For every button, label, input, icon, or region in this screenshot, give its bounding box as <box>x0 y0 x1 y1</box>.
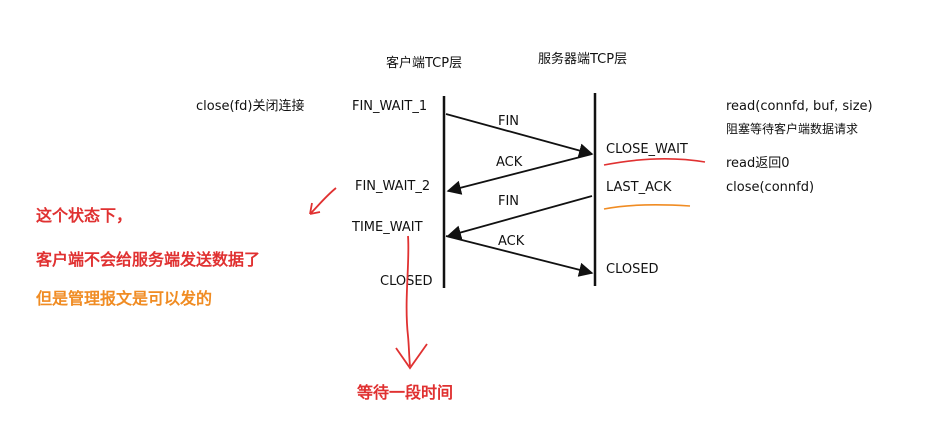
ack1-arrow <box>446 153 593 195</box>
server-read-block: 阻塞等待客户端数据请求 <box>726 121 858 136</box>
fin2-arrow <box>446 195 593 240</box>
server-close-call: close(connfd) <box>726 180 814 195</box>
client-column-title: 客户端TCP层 <box>386 55 462 71</box>
msg-fin-2: FIN <box>498 194 519 209</box>
annotation-wait: 等待一段时间 <box>356 383 453 402</box>
state-close-wait: CLOSE_WAIT <box>606 142 688 157</box>
server-read-call: read(connfd, buf, size) <box>726 99 873 114</box>
state-fin-wait-1: FIN_WAIT_1 <box>352 99 427 114</box>
fin1-arrow <box>445 113 594 158</box>
annotation-state-line-2: 客户端不会给服务端发送数据了 <box>36 250 260 269</box>
annotation-state-line-3: 但是管理报文是可以发的 <box>36 289 212 308</box>
state-last-ack: LAST_ACK <box>606 180 672 195</box>
state-fin-wait-2: FIN_WAIT_2 <box>355 179 430 194</box>
last-ack-underline <box>603 203 691 210</box>
state-server-closed: CLOSED <box>606 262 659 277</box>
msg-fin-1: FIN <box>498 114 519 129</box>
server-column-title: 服务器端TCP层 <box>538 51 627 67</box>
red-pointer-arrowhead <box>309 202 321 215</box>
ack2-arrow <box>445 235 594 277</box>
wait-down-arrow <box>405 235 411 367</box>
msg-ack-1: ACK <box>496 155 523 170</box>
annotation-state-line-1: 这个状态下， <box>36 206 132 225</box>
client-close-call: close(fd)关闭连接 <box>196 98 304 114</box>
close-wait-underline <box>603 158 706 166</box>
red-pointer-arrow <box>309 187 337 215</box>
state-client-closed: CLOSED <box>380 274 433 289</box>
msg-ack-2: ACK <box>498 234 525 249</box>
server-read-return: read返回0 <box>726 156 790 171</box>
state-time-wait: TIME_WAIT <box>351 220 423 235</box>
wait-down-arrowhead <box>395 343 428 370</box>
